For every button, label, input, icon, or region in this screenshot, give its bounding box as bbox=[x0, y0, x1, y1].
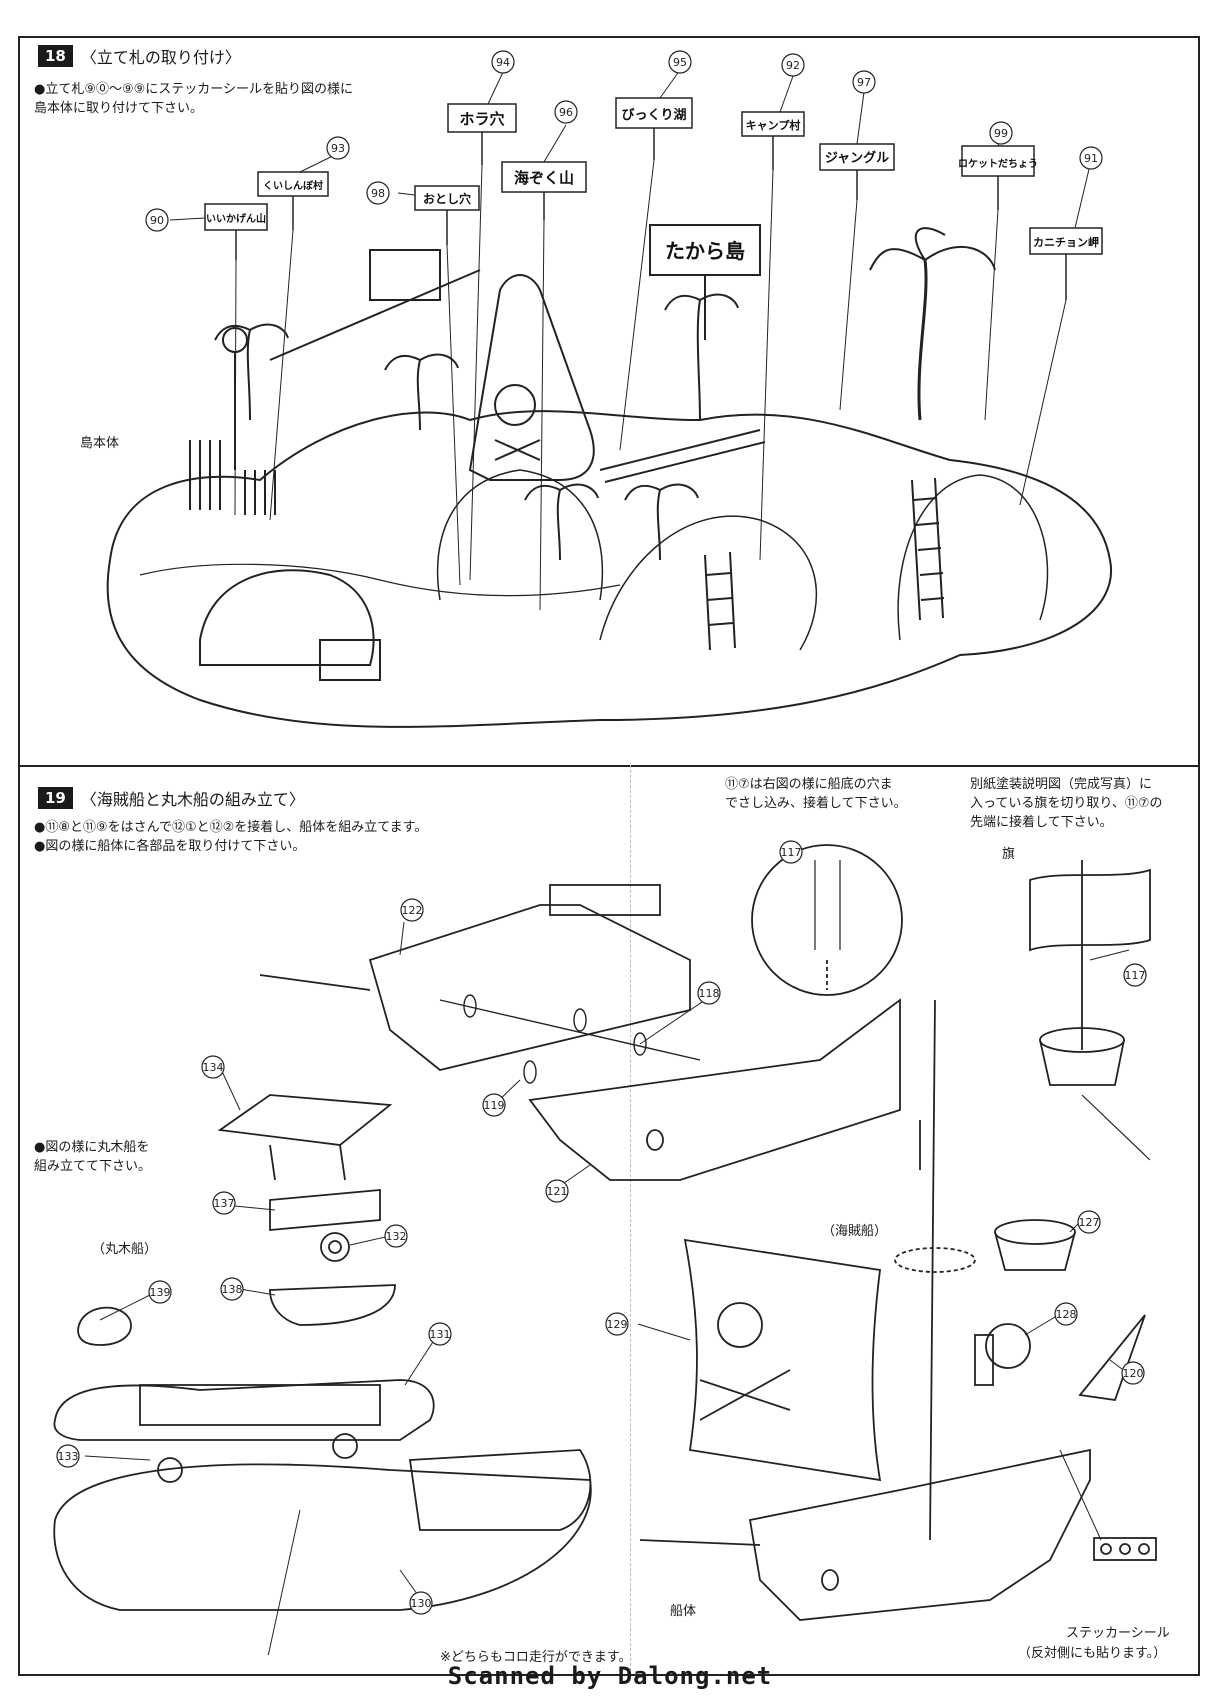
island-illustration: 90 93 98 94 96 95 92 97 99 91 いいかげん山 くいし… bbox=[106, 50, 1113, 728]
pirate-ship-label: （海賊船） bbox=[822, 1224, 888, 1239]
sticker-note: （反対側にも貼ります。） bbox=[1018, 1646, 1167, 1661]
step-18-instruction-line1: ●立て札⑨⓪～⑨⑨にステッカーシールを貼り図の様に bbox=[34, 82, 354, 97]
svg-text:129: 129 bbox=[607, 1318, 628, 1331]
step-18-instruction-line2: 島本体に取り付けて下さい。 bbox=[34, 101, 204, 116]
step-19-instruction: ●⑪⑧と⑪⑨をはさんで⑫①と⑫②を接着し、船体を組み立てます。 ●図の様に船体に… bbox=[34, 818, 427, 856]
sign-90-text: いいかげん山 bbox=[206, 212, 266, 225]
svg-text:134: 134 bbox=[203, 1061, 224, 1074]
raft-instruction-line1: ●図の様に丸木船を bbox=[34, 1140, 150, 1155]
raft-instruction-line2: 組み立てて下さい。 bbox=[34, 1159, 152, 1174]
callout-94: 94 bbox=[496, 56, 510, 69]
svg-text:118: 118 bbox=[699, 987, 720, 1000]
hull-label: 船体 bbox=[670, 1604, 697, 1619]
callout-98: 98 bbox=[371, 187, 385, 200]
svg-text:138: 138 bbox=[222, 1283, 243, 1296]
footnote: ※どちらもコロ走行ができます。 bbox=[440, 1650, 632, 1665]
sign-92-text: キャンプ村 bbox=[746, 118, 801, 132]
flag-note-line1: 別紙塗装説明図（完成写真）に bbox=[970, 777, 1153, 792]
column-divider bbox=[630, 765, 631, 1676]
raft-label: （丸木船） bbox=[92, 1242, 158, 1257]
callout-95: 95 bbox=[673, 56, 687, 69]
sign-93-text: くいしんぼ村 bbox=[263, 179, 323, 192]
part-117-note: ⑪⑦は右図の様に船底の穴ま でさし込み、接着して下さい。 bbox=[725, 775, 907, 813]
callout-93: 93 bbox=[331, 142, 345, 155]
treasure-island-sign-text: たから島 bbox=[665, 239, 745, 263]
step-19-title: 〈海賊船と丸木船の組み立て〉 bbox=[80, 790, 305, 809]
svg-text:121: 121 bbox=[547, 1185, 568, 1198]
scan-credit: Scanned by Dalong.net bbox=[447, 1662, 773, 1690]
svg-text:120: 120 bbox=[1123, 1367, 1144, 1380]
step-19-number: 19 bbox=[38, 787, 73, 809]
flag-label: 旗 bbox=[1002, 847, 1016, 862]
svg-text:131: 131 bbox=[430, 1328, 451, 1341]
svg-text:128: 128 bbox=[1056, 1308, 1077, 1321]
sticker-label: ステッカーシール bbox=[1066, 1626, 1170, 1641]
svg-text:137: 137 bbox=[214, 1197, 235, 1210]
sign-96-text: 海ぞく山 bbox=[514, 169, 574, 187]
sign-91-text: カニチョン岬 bbox=[1033, 235, 1099, 249]
svg-text:139: 139 bbox=[150, 1286, 171, 1299]
callout-96: 96 bbox=[559, 106, 573, 119]
section-divider bbox=[18, 765, 1200, 767]
sign-98-text: おとし穴 bbox=[423, 191, 471, 206]
ship-assembly-illustration: 122 118 119 121 134 137 132 138 131 139 … bbox=[53, 840, 1157, 1655]
step-18-title: 〈立て札の取り付け〉 bbox=[80, 48, 241, 67]
sign-95-text: びっくり湖 bbox=[621, 108, 686, 123]
step-18-heading: 18 〈立て札の取り付け〉 bbox=[38, 44, 241, 68]
callout-90: 90 bbox=[150, 214, 164, 227]
manual-page bbox=[18, 36, 1200, 1676]
svg-text:130: 130 bbox=[411, 1597, 432, 1610]
callout-92: 92 bbox=[786, 59, 800, 72]
callout-99: 99 bbox=[994, 127, 1008, 140]
flag-note-line3: 先端に接着して下さい。 bbox=[970, 815, 1113, 830]
svg-text:127: 127 bbox=[1079, 1216, 1100, 1229]
callout-91: 91 bbox=[1084, 152, 1098, 165]
svg-text:117: 117 bbox=[1125, 969, 1146, 982]
island-body-label: 島本体 bbox=[80, 436, 120, 451]
callout-97: 97 bbox=[857, 76, 871, 89]
flag-note-line2: 入っている旗を切り取り、⑪⑦の bbox=[970, 796, 1163, 811]
svg-text:119: 119 bbox=[484, 1099, 505, 1112]
svg-text:132: 132 bbox=[386, 1230, 407, 1243]
sign-99-text: ロケットだちょう bbox=[958, 158, 1038, 170]
raft-instruction: ●図の様に丸木船を 組み立てて下さい。 bbox=[34, 1138, 151, 1176]
step-18-instruction: ●立て札⑨⓪～⑨⑨にステッカーシールを貼り図の様に 島本体に取り付けて下さい。 bbox=[34, 80, 353, 118]
svg-text:122: 122 bbox=[402, 904, 423, 917]
part-117-note-line2: でさし込み、接着して下さい。 bbox=[725, 796, 907, 811]
step-19-instruction-line1: ●⑪⑧と⑪⑨をはさんで⑫①と⑫②を接着し、船体を組み立てます。 bbox=[34, 820, 428, 835]
svg-text:133: 133 bbox=[58, 1450, 79, 1463]
step-19-heading: 19 〈海賊船と丸木船の組み立て〉 bbox=[38, 786, 305, 810]
step-19-instruction-line2: ●図の様に船体に各部品を取り付けて下さい。 bbox=[34, 839, 306, 854]
sign-97-text: ジャングル bbox=[825, 150, 889, 166]
step-18-number: 18 bbox=[38, 45, 73, 67]
svg-text:117: 117 bbox=[781, 846, 802, 859]
flag-note: 別紙塗装説明図（完成写真）に 入っている旗を切り取り、⑪⑦の 先端に接着して下さ… bbox=[970, 775, 1163, 832]
sign-94-text: ホラ穴 bbox=[459, 110, 504, 128]
part-117-note-line1: ⑪⑦は右図の様に船底の穴ま bbox=[725, 777, 893, 792]
